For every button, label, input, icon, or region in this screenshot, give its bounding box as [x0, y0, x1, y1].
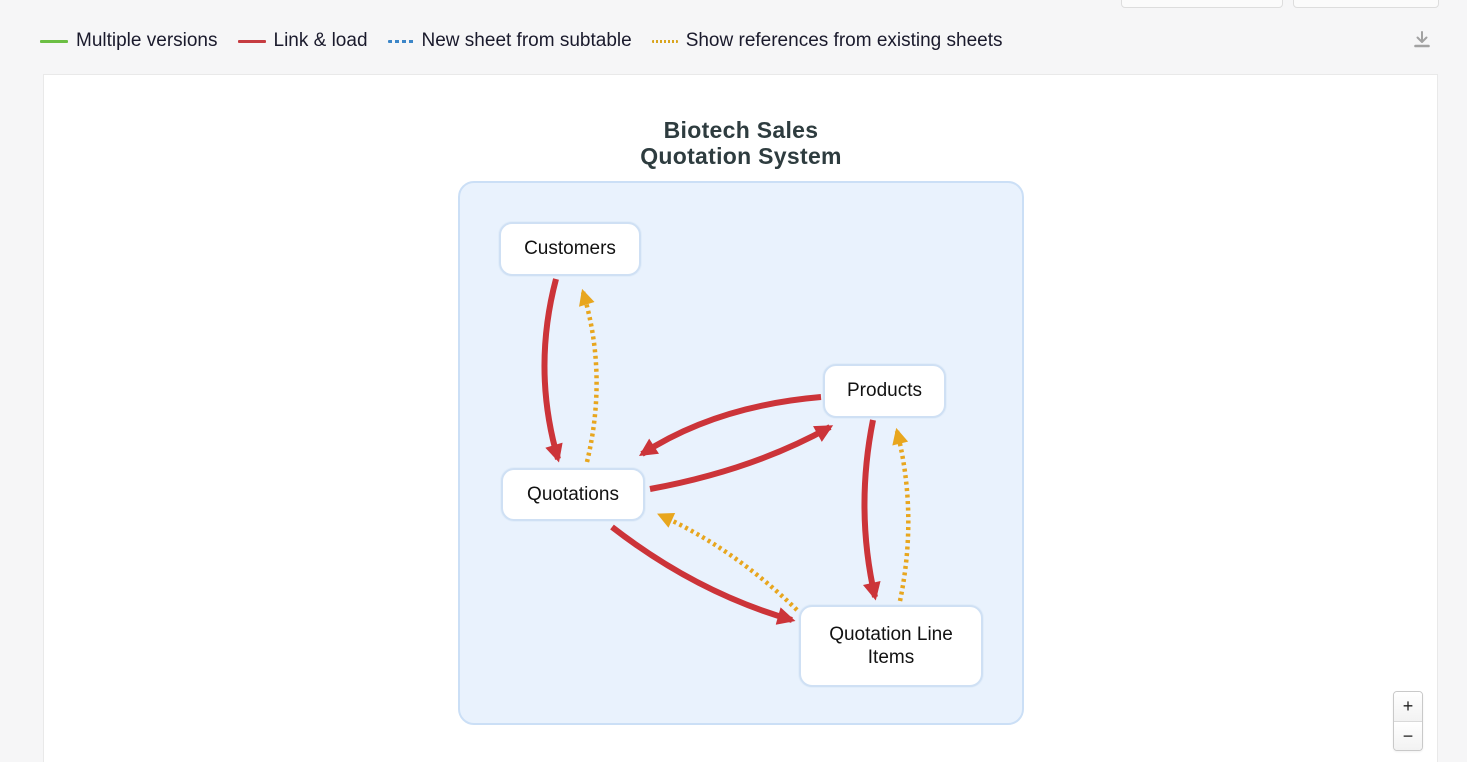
blue-dashed-line-swatch [387, 39, 414, 43]
legend-item-new-sheet-from-subtable: New sheet from subtable [387, 30, 632, 52]
download-button[interactable] [1408, 26, 1436, 54]
red-line-swatch [237, 39, 266, 43]
node-customers[interactable]: Customers [499, 222, 641, 276]
legend-item-show-references: Show references from existing sheets [651, 30, 1003, 52]
zoom-out-button[interactable]: − [1394, 721, 1422, 750]
zoom-in-button[interactable]: + [1394, 692, 1422, 721]
zoom-controls: + − [1393, 691, 1423, 751]
download-icon [1414, 31, 1430, 48]
legend: Multiple versions Link & load New sheet … [40, 27, 1003, 55]
node-label: Quotations [527, 483, 619, 505]
node-label: Customers [524, 238, 616, 260]
legend-item-multiple-versions: Multiple versions [40, 30, 218, 52]
legend-label: Multiple versions [76, 30, 218, 51]
green-line-swatch [40, 39, 68, 43]
top-partial-button-left[interactable] [1121, 0, 1283, 8]
node-products[interactable]: Products [823, 364, 946, 418]
top-partial-button-right[interactable] [1293, 0, 1439, 8]
yellow-dotted-line-swatch [651, 39, 678, 43]
diagram-title: Biotech Sales Quotation System [458, 117, 1024, 169]
legend-item-link-load: Link & load [237, 30, 368, 52]
diagram-title-line1: Biotech Sales [663, 117, 819, 143]
node-label: Quotation Line Items [829, 623, 953, 668]
legend-label: Show references from existing sheets [685, 30, 1003, 51]
node-quotations[interactable]: Quotations [501, 468, 645, 521]
node-label: Products [847, 380, 922, 402]
node-quotation-line-items[interactable]: Quotation Line Items [799, 605, 983, 687]
legend-label: New sheet from subtable [421, 30, 632, 51]
legend-label: Link & load [273, 30, 368, 51]
diagram-title-line2: Quotation System [640, 143, 842, 169]
